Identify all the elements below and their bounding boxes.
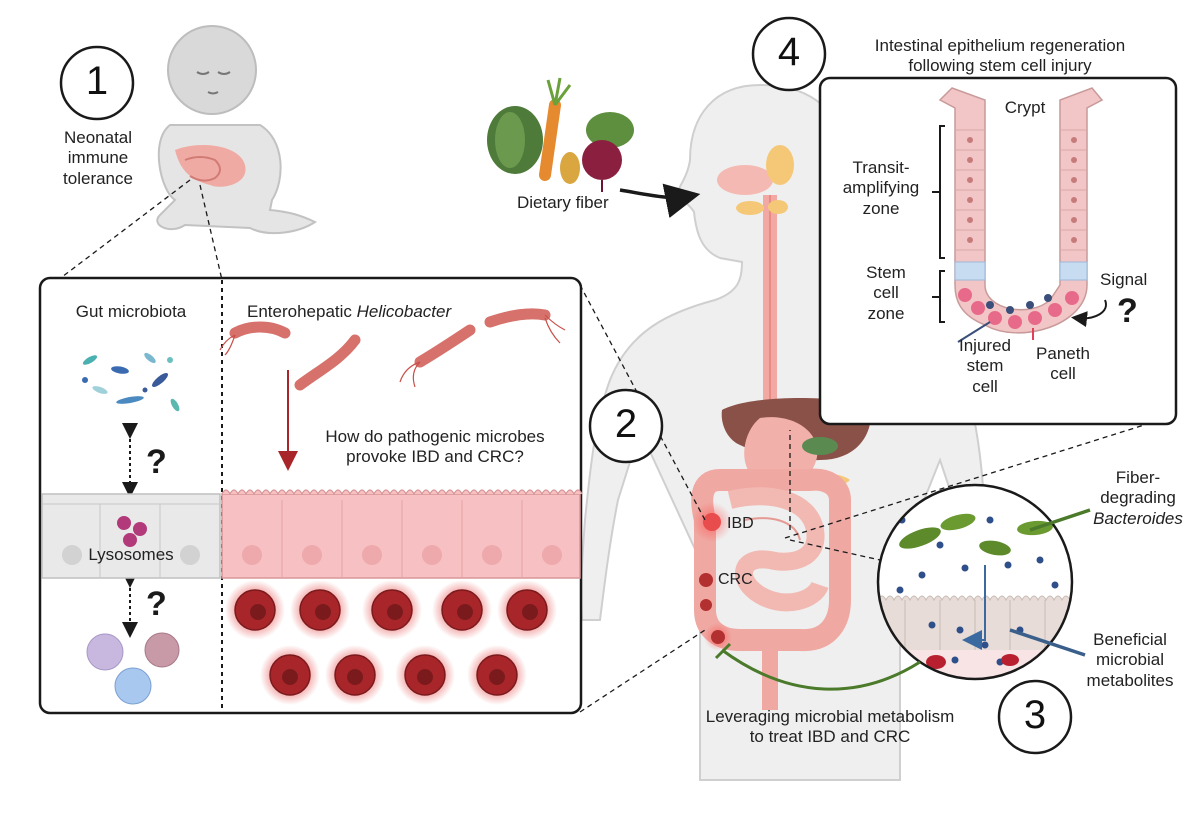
panel-4-number: 4 [777, 30, 801, 74]
inhibition-bar [714, 642, 732, 660]
panel-2-number: 2 [614, 402, 638, 446]
crypt-illustration [938, 87, 1104, 334]
signal-question-mark: ? [1117, 292, 1138, 330]
helicobacter-title: Enterohepatic Helicobacter [247, 302, 452, 321]
colon-lumen-circle [876, 483, 1074, 681]
inflammatory-immune-cells [225, 580, 557, 705]
signal-label: Signal [1100, 270, 1148, 289]
vegetables-illustration [487, 77, 634, 192]
question-mark-lower: ? [146, 585, 167, 623]
panel-3-number: 3 [1023, 693, 1047, 737]
dietary-fiber-arrow [619, 183, 701, 218]
crypt-label: Crypt [1004, 98, 1046, 117]
lysosomes-label: Lysosomes [88, 545, 174, 564]
dietary-fiber-label: Dietary fiber [517, 193, 609, 212]
question-mark-upper: ? [146, 443, 167, 481]
panel-1-number: 1 [85, 59, 109, 103]
gut-microbiota-cluster [82, 352, 180, 412]
bacteroides-pointer [1029, 508, 1091, 532]
ibd-label: IBD [727, 515, 754, 532]
grey-epithelium [41, 493, 221, 579]
metabolite-flow-arrow [962, 565, 986, 650]
baby-illustration [156, 25, 318, 235]
zone-brackets [932, 125, 945, 323]
immune-cells-grey [86, 632, 180, 705]
signal-arrow [1071, 299, 1107, 328]
treatment-inhibition-arrow [721, 648, 921, 691]
number-circles [59, 16, 1073, 755]
helicobacter-illustration [219, 308, 566, 391]
crc-label: CRC [718, 571, 753, 588]
gut-microbiota-label: Gut microbiota [75, 302, 187, 321]
dashed-connectors [57, 179, 1161, 713]
pink-epithelium [221, 489, 583, 579]
injured-cell-pointer [957, 321, 991, 343]
metabolites-pointer [1009, 628, 1086, 657]
